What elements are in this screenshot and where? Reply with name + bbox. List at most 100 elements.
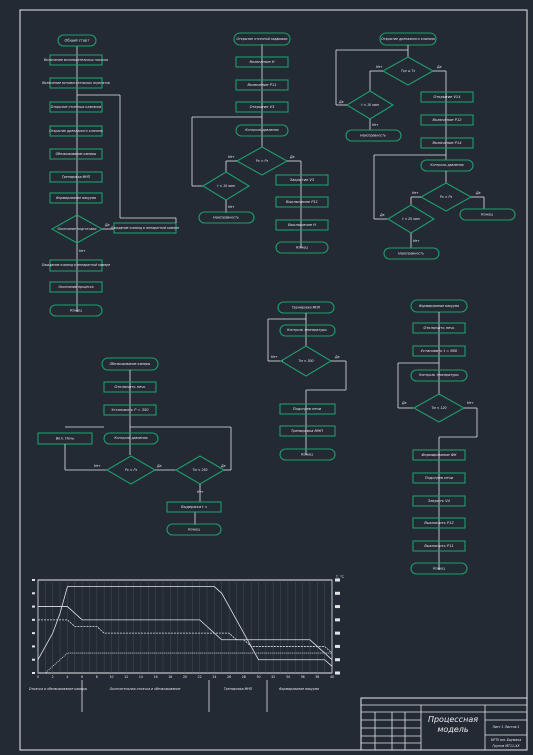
c4-decision-label: Tм < 300 [298, 359, 313, 363]
c6-s1 [103, 381, 157, 393]
chart-x-tick-label: 14 [139, 675, 143, 679]
c5-decision-label: Tм < 120 [431, 406, 446, 410]
outer-frame [19, 9, 528, 751]
c3-s1 [420, 91, 474, 103]
c6-start-label: Обезвоживание камеры [110, 362, 151, 366]
c6-s3 [103, 432, 159, 445]
c6-end [166, 523, 222, 536]
c2-r2-label: Выключение Р11 [286, 200, 318, 204]
c1-yes-label: Да [104, 223, 109, 227]
c3-fail-1-label: Неисправность [360, 134, 386, 138]
c4-end-label: Конец [301, 453, 313, 457]
c6-s2 [103, 404, 157, 416]
c2-s2 [235, 79, 289, 91]
chart-x-tick-label: 34 [286, 675, 290, 679]
chart-y-tick-mark [335, 578, 340, 582]
c1-side [113, 222, 177, 234]
c1-s5-label: Обезвоживание камеры [56, 152, 97, 156]
c2-r1 [275, 174, 329, 186]
c6-s1-label: Отключить печь [114, 385, 145, 389]
c5-start-label: Формирование вакуума [419, 304, 459, 308]
c6-decision-1 [105, 455, 157, 485]
c1-s4 [49, 125, 103, 137]
c3-no-2-label: Нет [412, 191, 418, 195]
chart-x-tick-label: 38 [315, 675, 319, 679]
c1-start [57, 34, 97, 47]
chart-left-tick-mark [32, 579, 35, 581]
chart-left-tick-mark [32, 645, 35, 648]
chart-phase-2: Окончательная откачка и обезвоживание [110, 687, 181, 691]
c3-timer-1-no-label: Нет [372, 123, 378, 127]
c5-no-label: Нет [467, 401, 473, 405]
c6-no-1-label: Нет [94, 464, 100, 468]
chart-series-line-4 [38, 652, 332, 674]
stamp-group: Группа МТ11-XX [492, 744, 520, 748]
chart-right-unit: T, °C [335, 575, 345, 579]
chart-phase-1: Откачка и обезвоживание камеры [29, 687, 88, 691]
c3-yes-2-label: Да [475, 191, 480, 195]
chart-x-tick-label: 10 [109, 675, 113, 679]
c1-s8-label: Ожидание команд в аппаратной камере [42, 263, 110, 267]
c1-start-label: Общий старт [65, 39, 91, 43]
c1-s7 [49, 192, 103, 204]
chart-x-tick-label: 40 [330, 675, 334, 679]
flowchart-dehydration: Обезвоживание камеры Отключить печь Уста… [37, 357, 232, 536]
c1-s6-label: Тренировка МНП [62, 175, 91, 179]
c2-s1 [235, 56, 289, 68]
c3-fail-2 [383, 247, 440, 260]
chart-y-tick-mark [335, 618, 340, 622]
c3-fail-1 [345, 129, 402, 142]
flowchart-drain: Открытие дренажного клапана Tср ≥ Tз Да … [335, 32, 516, 260]
c3-fail-2-label: Неисправность [398, 252, 424, 256]
c2-start [233, 32, 291, 46]
c3-timer-2-no-label: Нет [413, 239, 419, 243]
c2-end-label: Конец [296, 246, 308, 250]
c4-s2-label: Подогрев печи [293, 407, 322, 411]
c3-end-label: Конец [481, 213, 493, 217]
c1-s6 [49, 171, 103, 183]
c4-end [279, 448, 336, 461]
c1-end [49, 304, 103, 317]
flowchart-main: Общий старт Включение вспомогательных на… [42, 34, 179, 317]
c3-s2 [420, 114, 474, 126]
chart-left-tick-mark [32, 605, 35, 608]
c4-decision [279, 345, 333, 377]
c4-s2 [279, 403, 336, 415]
c1-s1 [49, 54, 103, 66]
c3-yes-1-label: Да [436, 65, 441, 69]
c2-s3 [235, 101, 289, 113]
c1-s3 [49, 101, 103, 113]
c5-s2-label: Установить t = 600 [421, 349, 458, 353]
c1-s9 [49, 281, 103, 293]
chart-x-tick-label: 36 [301, 675, 305, 679]
c1-s3-label: Открытие отсечных клапанов [51, 105, 102, 109]
chart-x-tick-label: 0 [37, 675, 39, 679]
stamp-sheet-info: Лист 1 Листов 1 [491, 725, 519, 729]
c1-decision-label: Окончание подготовки [58, 227, 97, 231]
c4-s1 [279, 324, 336, 337]
chart-x-tick-label: 12 [124, 675, 128, 679]
c3-timer-2-label: t < 20 мин [402, 217, 420, 221]
c3-s1-label: Открытие V14 [433, 95, 461, 99]
c4-s1-label: Контроль температуры [287, 328, 327, 332]
c1-s1-label: Включение вспомогательных насосов [44, 58, 108, 62]
chart-x-tick-label: 18 [168, 675, 172, 679]
c3-no-1-label: Нет [376, 65, 382, 69]
c3-end [459, 208, 516, 221]
c3-s4-label: Контроль давления [430, 163, 463, 167]
c3-timer-2-yes-label: Да [379, 213, 384, 217]
chart-y-tick-mark [335, 631, 340, 635]
chart-y-tick-mark [335, 644, 340, 648]
c3-s3 [420, 137, 474, 149]
c3-timer-1-yes-label: Да [338, 100, 343, 104]
chart-phase-4: Формирование вакуума [279, 687, 319, 691]
c2-r2 [275, 196, 329, 208]
c4-start-label: Тренировка МНП [292, 306, 321, 310]
c2-s4 [235, 124, 289, 137]
chart-x-tick-label: 22 [198, 675, 202, 679]
flowchart-vacuum: Формирование вакуума Отключить печь Уста… [397, 299, 478, 575]
c3-decision-2-label: Pк < Pз [440, 195, 452, 199]
chart-left-tick-mark [32, 632, 35, 635]
c5-s2 [412, 345, 466, 357]
